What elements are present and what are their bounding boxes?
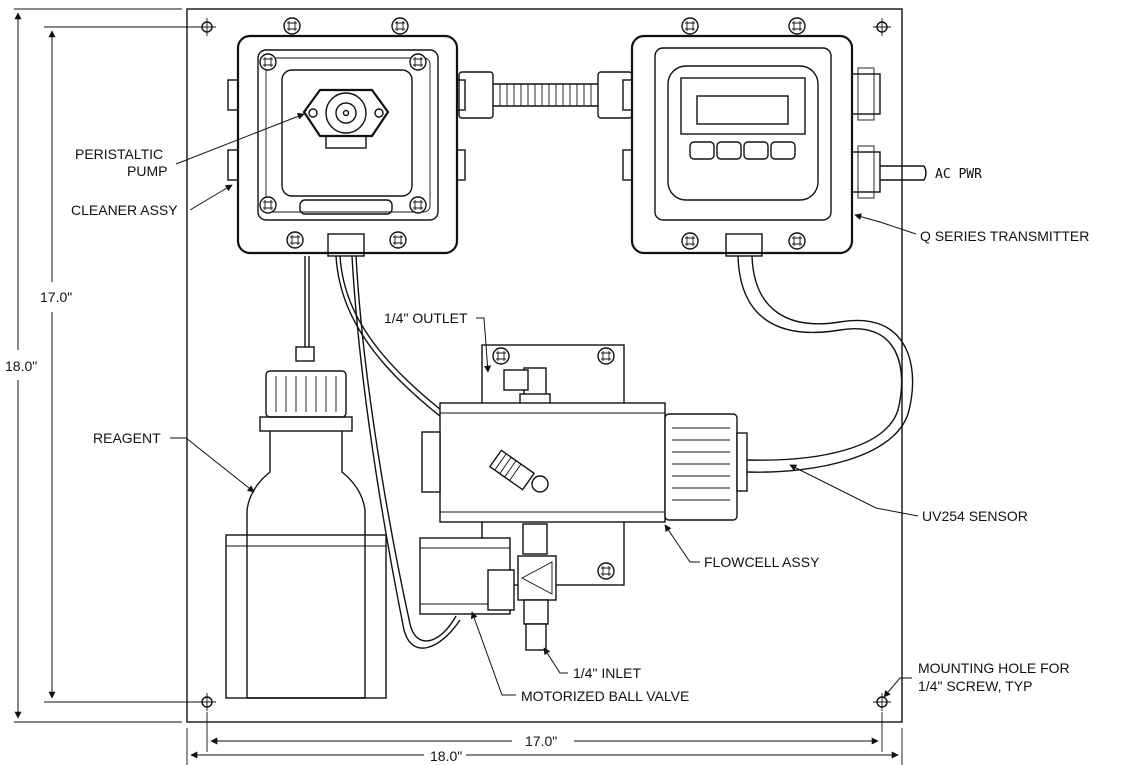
dimension-lines [14,8,903,765]
q-series-transmitter [622,17,881,257]
label-inlet: 1/4" INLET [573,665,641,681]
label-peristaltic-pump-1: PERISTALTIC [75,146,163,162]
label-mounting-hole-2: 1/4" SCREW, TYP [918,678,1032,694]
label-motorized-ball-valve: MOTORIZED BALL VALVE [521,688,689,704]
dimension-inner-width: 17.0" [525,733,557,749]
label-reagent: REAGENT [93,430,161,446]
label-outlet: 1/4" OUTLET [384,310,468,326]
label-mounting-hole-1: MOUNTING HOLE FOR [918,660,1070,676]
motorized-ball-valve [419,523,557,651]
mounting-hole-bottom-right [872,692,892,712]
sensor-cable [737,255,914,473]
back-panel [186,8,903,723]
leader-lines [170,113,919,698]
dimension-inner-height: 17.0" [40,289,72,305]
label-peristaltic-pump-2: PUMP [127,163,167,179]
flex-conduit [458,71,633,119]
outlet-fitting [503,367,551,405]
reagent-bottle [225,256,387,699]
dimension-outer-width: 18.0" [430,748,462,764]
label-q-series-transmitter: Q SERIES TRANSMITTER [920,228,1089,244]
label-uv254-sensor: UV254 SENSOR [922,508,1028,524]
mounting-hole-top-right [872,17,892,37]
dimension-outer-height: 18.0" [5,358,37,374]
label-flowcell-assy: FLOWCELL ASSY [704,554,820,570]
mounting-hole-bottom-left [197,692,217,712]
label-cleaner-assy: CLEANER ASSY [71,202,178,218]
label-ac-pwr: AC PWR [935,167,982,182]
ac-power-cord [880,165,927,181]
flowcell-assy [421,402,748,523]
cleaner-assy-enclosure [227,17,466,257]
mounting-hole-top-left [197,17,217,37]
peristaltic-pump [302,88,390,149]
